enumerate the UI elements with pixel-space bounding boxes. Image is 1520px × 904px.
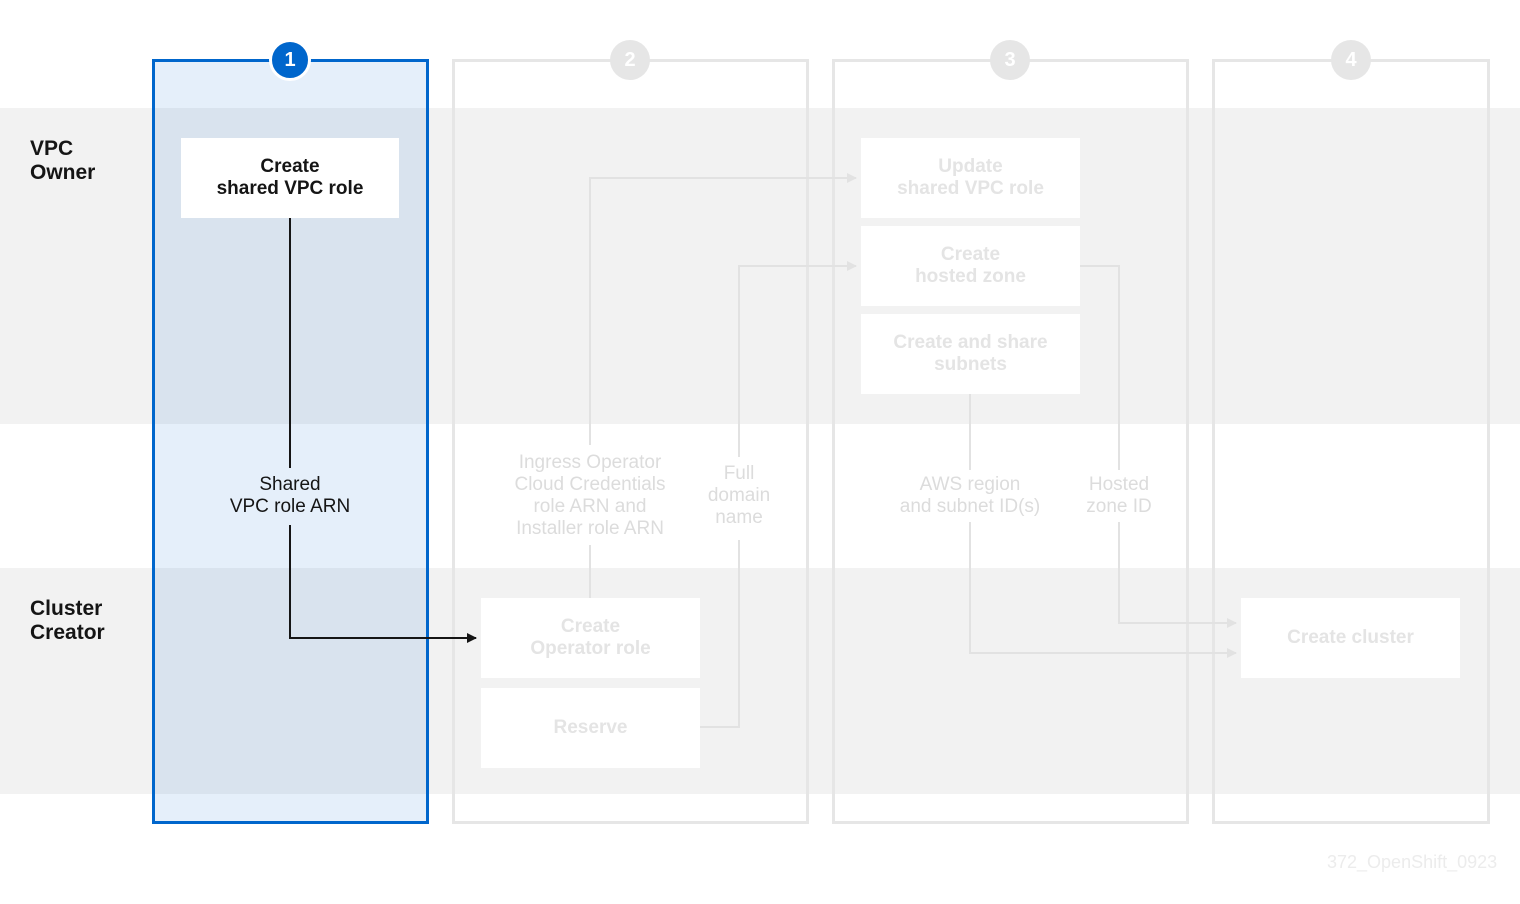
flow-label-full-domain-name: Full domain name	[707, 463, 771, 528]
node-create-shared-vpc-role: Create shared VPC role	[181, 138, 399, 218]
node-reserve: Reserve	[481, 688, 700, 768]
node-create-operator-role: Create Operator role	[481, 598, 700, 678]
flow-label-aws-region-subnets: AWS region and subnet ID(s)	[899, 474, 1041, 517]
step-badge-2: 2	[610, 40, 650, 80]
lane-label-cluster-creator: Cluster Creator	[30, 597, 105, 644]
node-update-shared-vpc-role: Update shared VPC role	[861, 138, 1080, 218]
node-create-cluster: Create cluster	[1241, 598, 1460, 678]
step-badge-4: 4	[1331, 40, 1371, 80]
step-badge-1: 1	[269, 39, 311, 81]
flow-arrow-to-operator-role	[289, 525, 477, 643]
lane-label-vpc-owner: VPC Owner	[30, 137, 96, 184]
node-create-hosted-zone: Create hosted zone	[861, 226, 1080, 306]
flow-label-shared-vpc-role-arn: Shared VPC role ARN	[229, 474, 351, 517]
figure-code: 372_OpenShift_0923	[1327, 852, 1498, 872]
step-badge-3: 3	[990, 40, 1030, 80]
flow-label-ingress-operator: Ingress Operator Cloud Credentials role …	[514, 452, 666, 539]
flow-label-hosted-zone-id: Hosted zone ID	[1086, 474, 1152, 517]
node-create-share-subnets: Create and share subnets	[861, 314, 1080, 394]
